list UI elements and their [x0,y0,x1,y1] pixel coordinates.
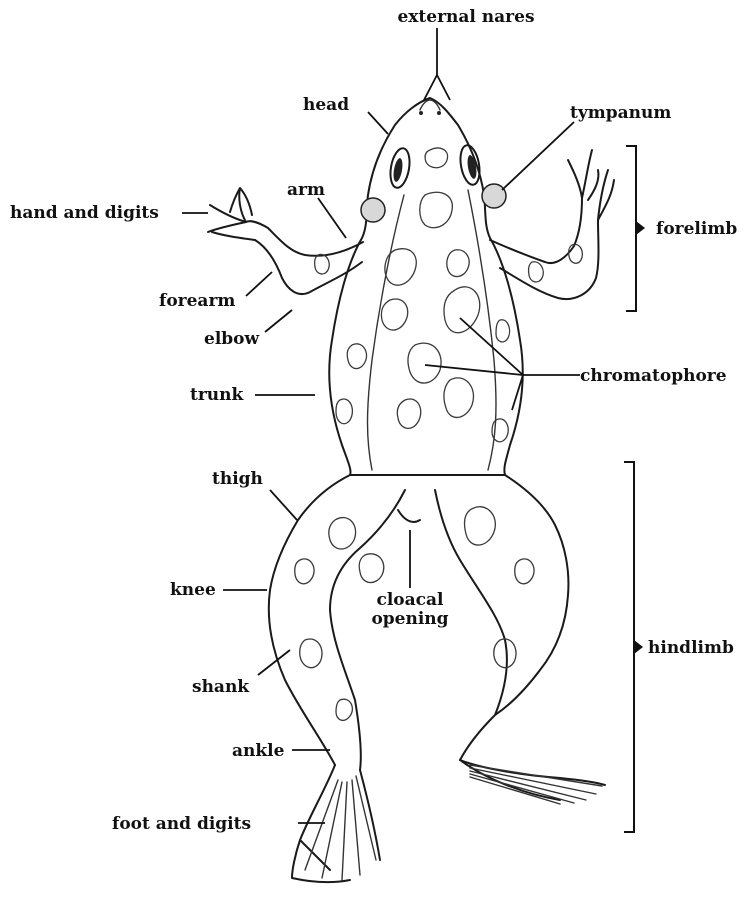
spot [444,287,480,333]
leader-lines [182,28,580,823]
eye-left-pupil [392,157,404,182]
label-trunk: trunk [190,385,245,405]
label-forelimb: forelimb [656,219,737,239]
leader-tympanum [502,122,574,190]
spot [408,343,441,383]
spot [425,148,448,168]
leader-chromatophore [425,318,580,410]
label-chromatophore: chromatophore [580,366,727,386]
spot [529,262,544,282]
labels: external nares head tympanum arm hand an… [10,7,737,834]
leader-thigh [270,490,297,520]
right-foot-digits [470,765,602,804]
label-arm: arm [287,180,325,200]
nostril-left [419,111,423,115]
hindlimb-bracket [624,462,634,832]
left-forelimb [246,221,363,294]
spot [496,320,510,342]
leader-shank [258,650,290,675]
left-hand [208,188,255,240]
label-external-nares: external nares [397,7,534,27]
spot [381,299,407,330]
spot [359,554,384,583]
spot [420,192,453,227]
label-forearm: forearm [159,291,235,311]
leader-forearm [246,272,272,296]
dorsolateral-fold-left [368,195,405,470]
label-thigh: thigh [212,469,263,489]
tympanum-left [361,198,385,222]
spot [465,507,496,545]
frog-illustration [208,98,614,882]
label-tympanum: tympanum [570,103,671,123]
spot [515,559,534,584]
spot [315,254,330,274]
label-knee: knee [170,580,216,600]
cloacal-opening-mark [398,510,420,522]
leader-arm [318,198,346,238]
label-hindlimb: hindlimb [648,638,734,658]
tympanum-right [482,184,506,208]
forelimb-bracket-pointer [636,221,645,235]
label-cloacal-opening-line2: opening [371,609,448,629]
hindlimb-bracket-pointer [634,640,643,654]
spot [336,699,352,720]
eye-right-pupil [466,154,478,179]
spot [300,639,322,668]
leader-external-nares [424,28,450,100]
label-elbow: elbow [204,329,259,349]
spot [347,344,366,369]
spot [295,559,314,584]
spot [385,249,416,286]
label-cloacal-opening-line1: cloacal [377,590,445,610]
spot [569,244,583,263]
label-ankle: ankle [232,741,285,761]
label-foot-and-digits: foot and digits [112,814,251,834]
right-forelimb [490,198,599,299]
brackets [624,146,645,832]
spot [444,378,474,418]
label-shank: shank [192,677,250,697]
nostril-right [437,111,441,115]
leader-head [368,112,388,134]
spot [329,518,356,549]
leader-elbow [265,310,292,332]
label-head: head [303,95,349,115]
label-hand-and-digits: hand and digits [10,203,159,223]
right-hand [568,150,614,220]
forelimb-bracket [626,146,636,311]
spot [397,399,421,428]
right-hindlimb [435,475,568,760]
spot [447,250,469,277]
spot [336,399,352,424]
